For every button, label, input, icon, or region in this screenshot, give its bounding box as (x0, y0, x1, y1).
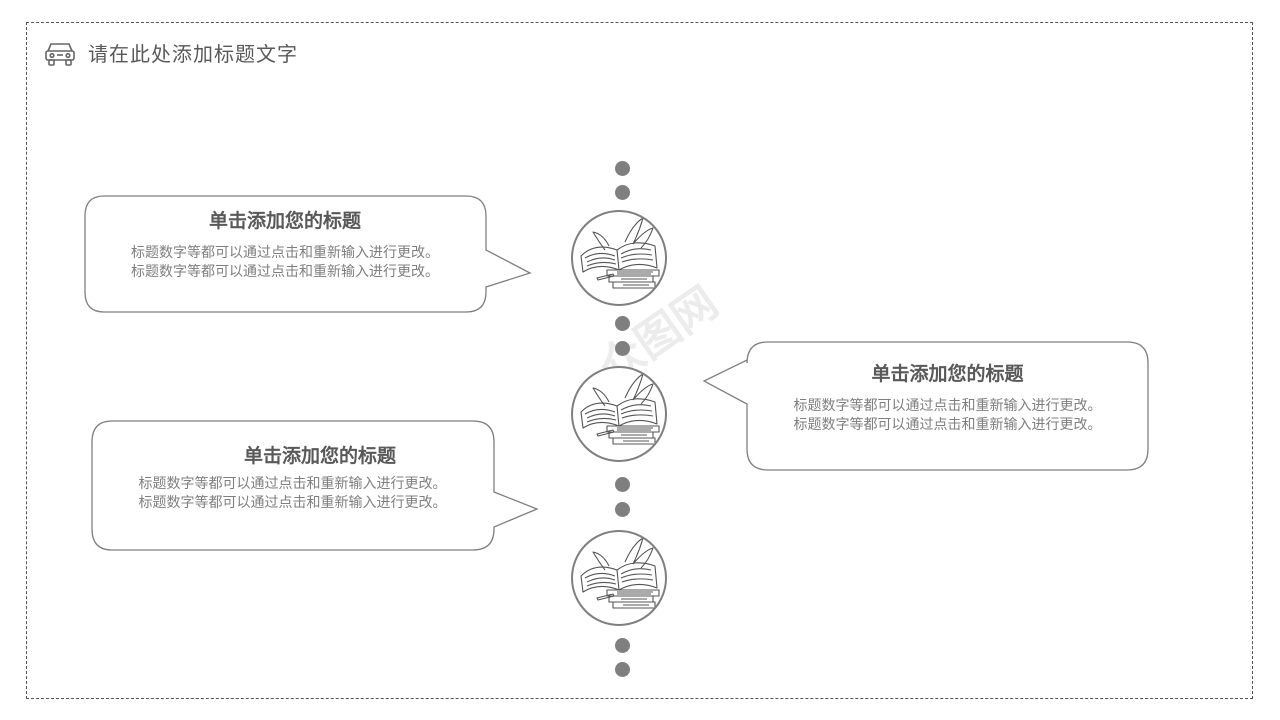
bubble-outline (91, 420, 539, 551)
item-title: 单击添加您的标题 (871, 363, 1024, 385)
timeline-dot (615, 161, 630, 176)
speech-bubble-2: 单击添加您的标题 标题数字等都可以通过点击和重新输入进行更改。 标题数字等都可以… (702, 341, 1152, 473)
timeline-dot (615, 341, 630, 356)
bubble-outline (702, 341, 1149, 471)
books-icon (580, 373, 660, 445)
timeline-dot (615, 185, 630, 200)
timeline-dot (615, 502, 630, 517)
slide-header: 请在此处添加标题文字 (44, 38, 298, 67)
item-description: 标题数字等都可以通过点击和重新输入进行更改。 标题数字等都可以通过点击和重新输入… (138, 476, 447, 511)
bubble-outline (84, 195, 532, 313)
book-icon-circle (571, 210, 667, 306)
item-description: 标题数字等都可以通过点击和重新输入进行更改。 标题数字等都可以通过点击和重新输入… (131, 245, 439, 280)
timeline-dot (615, 477, 630, 492)
item-title: 单击添加您的标题 (208, 210, 361, 232)
speech-bubble-3: 单击添加您的标题 标题数字等都可以通过点击和重新输入进行更改。 标题数字等都可以… (91, 420, 541, 554)
book-icon-circle (571, 530, 667, 626)
slide-frame (26, 22, 1253, 699)
speech-bubble-1: 单击添加您的标题 标题数字等都可以通过点击和重新输入进行更改。 标题数字等都可以… (84, 195, 534, 315)
car-icon (45, 42, 75, 66)
item-title: 单击添加您的标题 (243, 445, 396, 467)
timeline-dot (615, 662, 630, 677)
books-icon (580, 537, 660, 609)
books-icon (580, 217, 660, 289)
page-title: 请在此处添加标题文字 (88, 42, 298, 66)
timeline-dot (615, 316, 630, 331)
item-description: 标题数字等都可以通过点击和重新输入进行更改。 标题数字等都可以通过点击和重新输入… (793, 398, 1102, 433)
book-icon-circle (571, 366, 667, 462)
timeline-dot (615, 638, 630, 653)
